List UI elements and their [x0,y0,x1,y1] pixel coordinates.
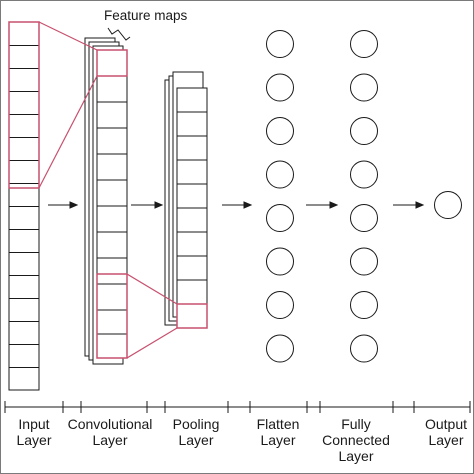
receptive-field-lines [38,21,98,189]
fc-node [350,247,378,276]
flatten-node [266,291,294,319]
fc-node [350,73,378,102]
feature-maps-label: Feature maps [104,8,188,23]
layer-arrows [48,201,425,209]
flatten-node [266,73,294,102]
pooling-feature-maps [164,71,208,329]
feature-maps-bracket [107,27,131,41]
pooling-lines [126,273,178,359]
fc-node [350,30,378,58]
bottom-axis [4,401,471,413]
fc-node [350,160,378,189]
input-layer-grid [8,21,40,391]
fc-node [350,117,378,145]
flatten-node [266,334,294,363]
pooling-output-cell [176,303,208,329]
flatten-node [266,30,294,58]
flatten-nodes [266,30,294,363]
flatten-node [266,204,294,232]
conv-feature-maps [84,37,128,365]
fc-node [350,334,378,363]
output-node [434,191,462,219]
fc-node [350,291,378,319]
conv-pool-window [96,273,128,359]
flatten-node [266,247,294,276]
fc-nodes [350,30,378,363]
input-receptive-field [8,21,40,189]
flatten-node [266,160,294,189]
conv-output-cell [96,49,128,77]
fc-node [350,204,378,232]
flatten-node [266,117,294,145]
